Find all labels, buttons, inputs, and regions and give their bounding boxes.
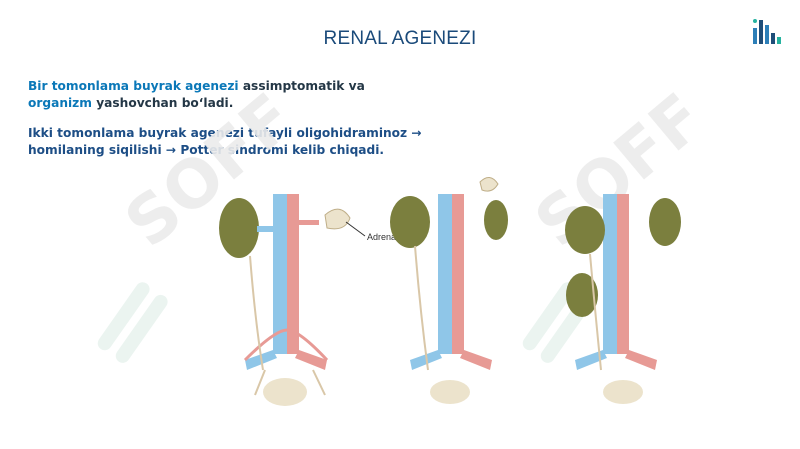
slide-title: RENAL AGENEZI <box>323 28 477 49</box>
svg-text:Adrenal: Adrenal <box>367 232 398 242</box>
renal-agenesis-illustration: Adrenal <box>219 177 681 406</box>
paragraph-unilateral: Bir tomonlama buyrak agenezi assimptomat… <box>28 78 428 111</box>
panel-unilateral <box>390 177 508 404</box>
text-segment: yashovchan bo‘ladi. <box>91 95 234 110</box>
text-segment: assimptomatik va <box>238 79 365 93</box>
paragraph-bilateral: Ikki tomonlama buyrak agenezi tufayli ol… <box>28 126 422 157</box>
highlight-organism: organizm <box>28 95 92 110</box>
panel-bilateral <box>565 194 681 404</box>
panel-normal: Adrenal <box>219 194 398 406</box>
brand-logo <box>753 19 781 44</box>
highlight-unilateral: Bir tomonlama buyrak agenezi <box>28 79 239 93</box>
